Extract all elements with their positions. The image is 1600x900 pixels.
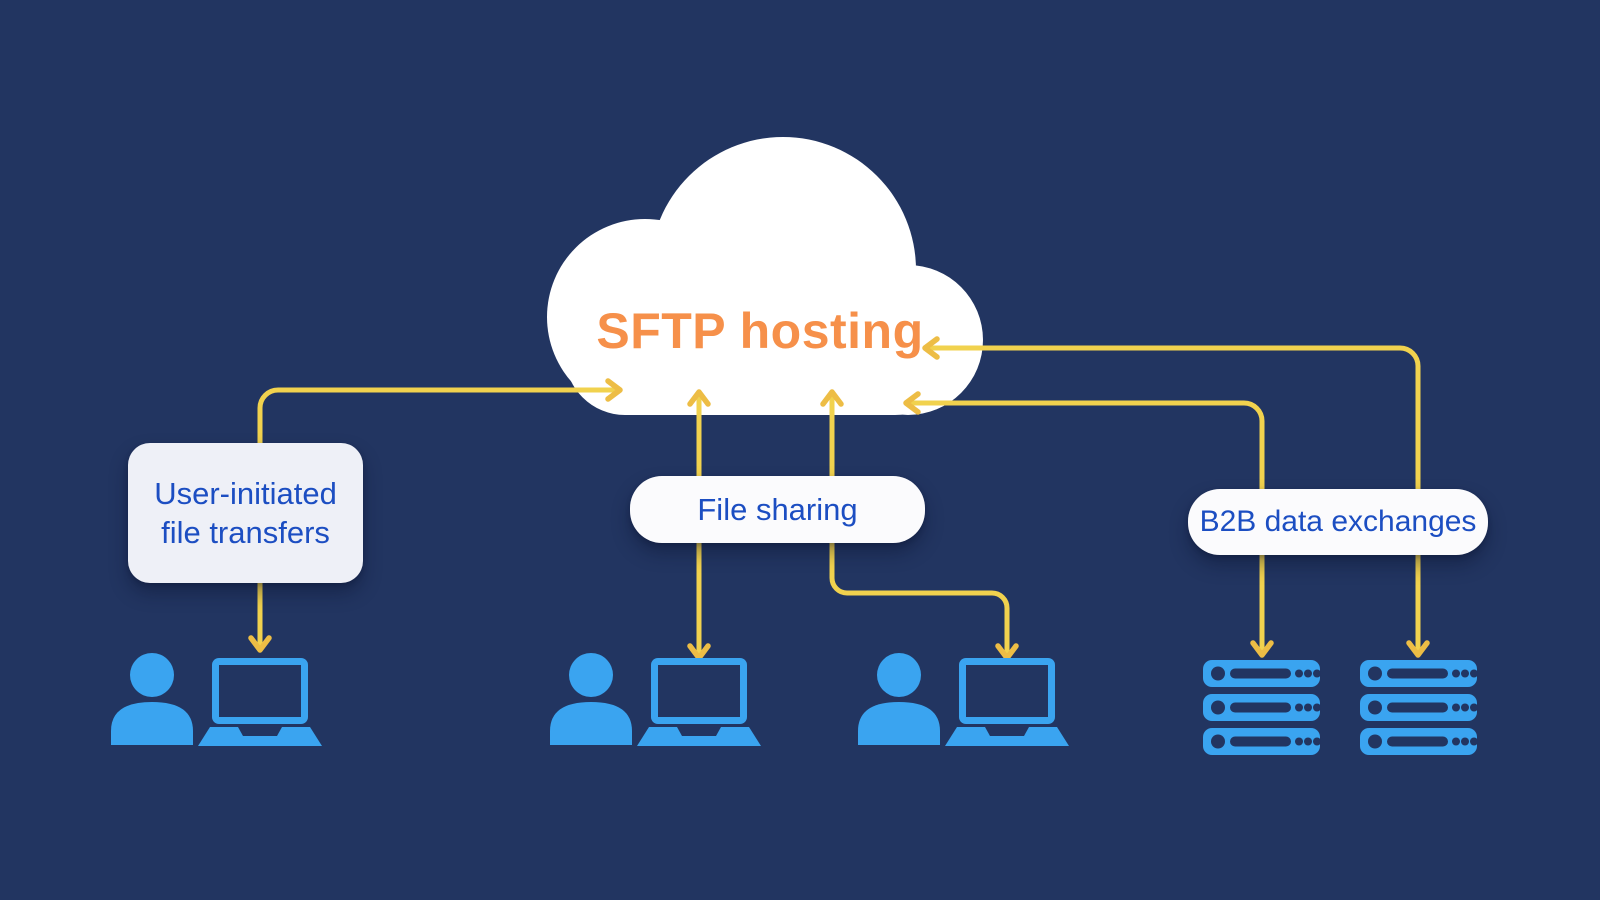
- cloud-icon: [547, 137, 983, 415]
- label-text: File sharing: [697, 491, 858, 527]
- person-laptop-group-3: [858, 653, 1069, 746]
- person-icon: [858, 653, 1069, 746]
- person-icon: [111, 653, 322, 746]
- label-b2b-data-exchanges: B2B data exchanges: [1188, 489, 1488, 555]
- label-line-2: file transfers: [161, 515, 330, 550]
- connector-arrows: [248, 336, 1430, 661]
- server-stack-icon-right: [1360, 660, 1478, 755]
- person-laptop-group-1: [111, 653, 322, 746]
- person-icon: [550, 653, 761, 746]
- connector-user1-cloud: [248, 378, 623, 653]
- label-text: B2B data exchanges: [1199, 505, 1477, 538]
- connector-cloud-server1: [903, 391, 1274, 658]
- connector-cloud-server2: [922, 336, 1430, 658]
- label-file-sharing: File sharing: [630, 476, 925, 543]
- cloud-title: SFTP hosting: [596, 303, 924, 359]
- label-user-initiated-file-transfers: User-initiated file transfers: [128, 443, 363, 583]
- label-line-1: User-initiated: [154, 476, 337, 511]
- person-laptop-group-2: [550, 653, 761, 746]
- server-stack-icon-left: [1203, 660, 1321, 755]
